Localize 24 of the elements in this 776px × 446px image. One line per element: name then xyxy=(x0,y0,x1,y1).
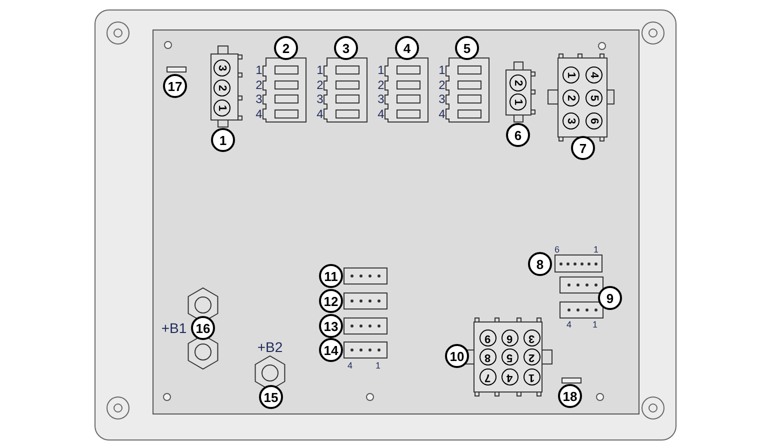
pin-number: 1 xyxy=(594,246,598,254)
pin-number: 1 xyxy=(378,64,384,76)
pin-number: 3 xyxy=(316,93,324,105)
pin-number: 6 xyxy=(554,246,560,254)
pin-number: 1 xyxy=(256,64,262,76)
pin-number: 4 xyxy=(438,108,446,120)
terminal-label: +B1 xyxy=(161,321,187,335)
pin-number: 3 xyxy=(256,93,262,105)
pin-number: 1 xyxy=(316,64,324,76)
pin-number: 1 xyxy=(376,362,380,370)
pin-number: 3 xyxy=(438,93,446,105)
pin-number: 4 xyxy=(256,108,262,120)
pin-number: 1 xyxy=(592,320,598,330)
pin-number: 4 xyxy=(316,108,324,120)
pin-number: 2 xyxy=(256,79,262,91)
pin-number: 1 xyxy=(438,64,446,76)
pin-number: 2 xyxy=(438,79,446,91)
terminal-label: +B2 xyxy=(257,340,283,354)
pin-number: 2 xyxy=(316,79,324,91)
pin-number: 4 xyxy=(378,108,384,120)
pin-number: 4 xyxy=(348,362,352,370)
pin-number: 3 xyxy=(378,93,384,105)
pin-number: 4 xyxy=(566,320,572,330)
pin-number: 2 xyxy=(378,79,384,91)
